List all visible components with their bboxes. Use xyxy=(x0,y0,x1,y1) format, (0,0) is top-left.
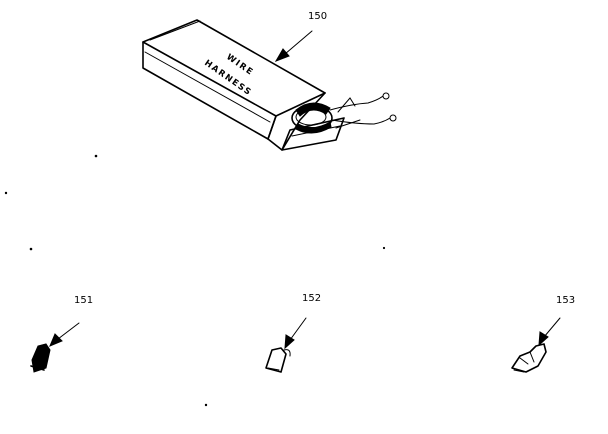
callout-arrow-150 xyxy=(274,30,313,62)
callout-151: 151 xyxy=(74,295,93,306)
callout-arrow-153 xyxy=(538,317,561,347)
terminal-152 xyxy=(265,347,291,373)
scan-specks xyxy=(4,154,386,407)
callout-arrow-152 xyxy=(284,317,307,350)
wire-harness-box: WIRE HARNESS xyxy=(142,19,397,151)
callout-152: 152 xyxy=(302,293,321,304)
terminal-153 xyxy=(511,343,547,373)
terminal-151 xyxy=(30,343,51,373)
callout-arrow-151 xyxy=(49,322,80,347)
callout-150: 150 xyxy=(308,11,327,22)
callout-153: 153 xyxy=(556,295,575,306)
